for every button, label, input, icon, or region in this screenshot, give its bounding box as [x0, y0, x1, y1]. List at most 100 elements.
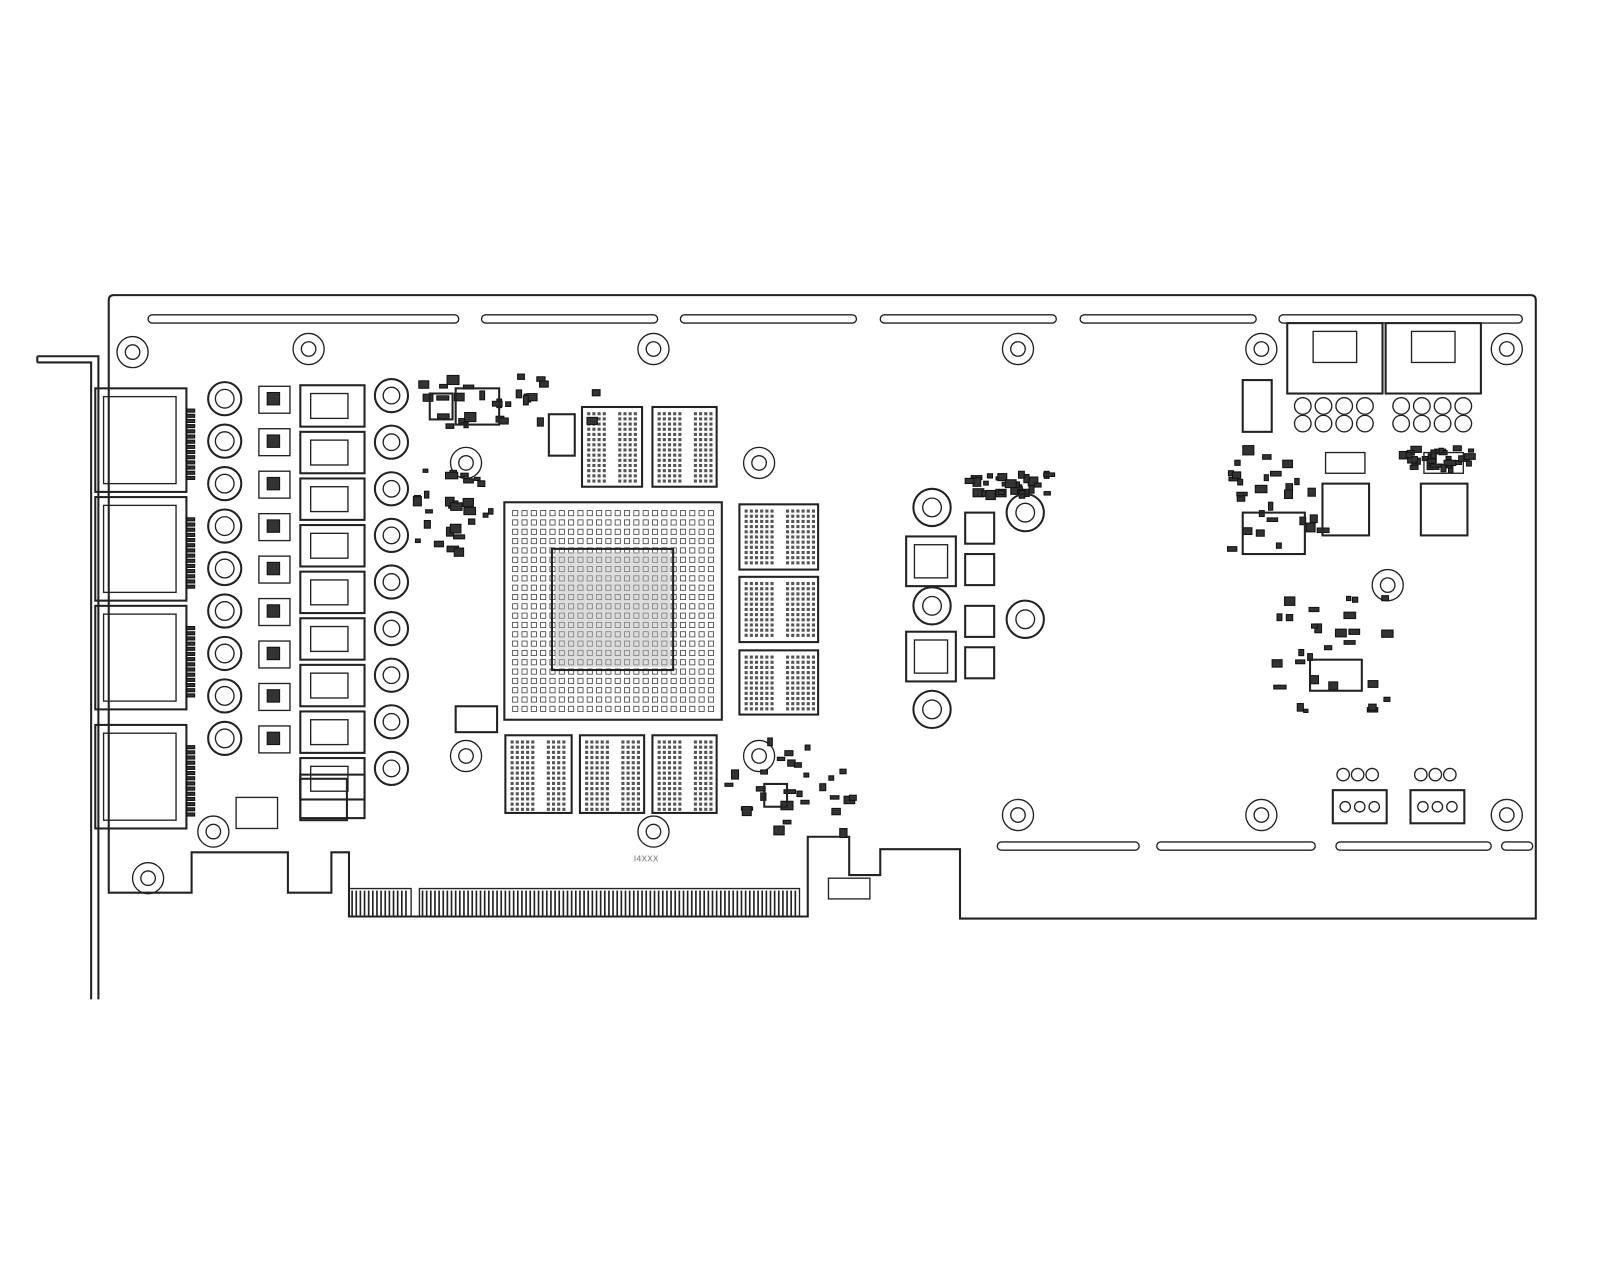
smd-part — [538, 380, 549, 388]
port-pin — [185, 553, 196, 558]
capacitor — [207, 508, 243, 544]
inductor — [299, 524, 366, 568]
smd-part — [463, 478, 474, 484]
mounting-hole — [1245, 332, 1278, 366]
inductor — [1321, 482, 1371, 537]
smd-part — [488, 508, 494, 515]
mosfet — [258, 385, 291, 414]
smd-part — [767, 737, 773, 747]
inductor — [299, 663, 366, 708]
cooler-slot — [1156, 841, 1316, 851]
smd-part — [1323, 645, 1333, 651]
component — [1324, 451, 1366, 474]
smd-part — [776, 756, 786, 762]
mounting-hole — [292, 332, 325, 366]
smd-part — [983, 480, 989, 486]
smd-part — [479, 390, 486, 401]
smd-part — [445, 471, 459, 480]
mosfet — [258, 470, 291, 499]
smd-part — [1284, 489, 1294, 499]
mounting-hole-inner — [205, 823, 222, 840]
smd-part — [1303, 708, 1309, 713]
mounting-hole — [742, 446, 776, 480]
connector-pin — [1417, 800, 1429, 813]
smd-part — [1381, 595, 1390, 602]
smd-part — [1273, 684, 1287, 690]
capacitor-inner — [382, 712, 401, 731]
smd-part — [1236, 491, 1248, 497]
smd-part — [1043, 491, 1051, 496]
smd-part — [998, 489, 1005, 496]
smd-part — [1308, 606, 1320, 613]
capacitor-inner — [382, 433, 401, 452]
component — [1336, 767, 1351, 782]
smd-part — [515, 389, 523, 399]
capacitor — [207, 593, 243, 629]
cooler-slot — [1500, 841, 1534, 851]
capacitor-inner — [382, 619, 401, 638]
component — [428, 392, 454, 421]
power-connector — [1384, 322, 1482, 395]
inductor-core — [310, 392, 349, 420]
mounting-hole — [116, 335, 149, 369]
connector-pin — [1412, 396, 1431, 415]
connector-pin — [1339, 800, 1352, 813]
smd-part — [848, 794, 857, 801]
mounting-hole-inner — [458, 454, 474, 471]
port-pin — [185, 579, 196, 584]
smd-part — [1266, 517, 1279, 523]
smd-part — [1267, 501, 1274, 511]
smd-part — [1346, 595, 1352, 602]
smd-part — [724, 782, 734, 787]
capacitor — [373, 704, 410, 740]
connector-pin — [1314, 396, 1333, 415]
memory-chip — [504, 734, 573, 814]
mosfet — [258, 512, 291, 542]
smd-part — [784, 750, 794, 757]
smd-part — [517, 373, 525, 380]
gpu-package — [503, 501, 723, 721]
finger-block — [348, 887, 412, 918]
port-pin — [185, 760, 196, 765]
port-pin — [185, 408, 196, 413]
smd-part — [1294, 477, 1300, 486]
capacitor — [373, 611, 410, 647]
mosfet-die — [266, 476, 281, 491]
capacitor — [207, 720, 243, 756]
cooler-slot — [1079, 314, 1257, 324]
mounting-hole-inner — [300, 341, 317, 357]
cooler-slot — [480, 314, 659, 324]
smd-part — [1309, 514, 1318, 524]
capacitor — [1005, 599, 1045, 639]
cooler-slot — [679, 314, 858, 324]
smd-part — [839, 828, 848, 839]
smd-part — [453, 534, 466, 540]
board-outline — [107, 294, 1537, 920]
inductor-core — [310, 719, 349, 746]
port-pin — [185, 693, 196, 698]
fan-header — [1241, 379, 1273, 433]
connector-pin — [1392, 414, 1411, 433]
cooler-slot — [147, 314, 460, 324]
memory-balls — [744, 509, 816, 565]
smd-part — [1043, 472, 1056, 477]
gpu-substrate — [503, 501, 723, 721]
port-pin — [185, 532, 196, 537]
port-pin — [185, 475, 196, 480]
smd-part — [1307, 487, 1316, 497]
smd-part — [1465, 460, 1472, 467]
smd-part — [453, 547, 465, 557]
component — [1241, 511, 1306, 556]
smd-part — [422, 393, 434, 402]
connector-pin — [1433, 414, 1452, 433]
connector-pin — [1293, 414, 1312, 433]
smd-part — [773, 825, 785, 836]
gpu-die — [550, 547, 675, 672]
mosfet — [258, 428, 291, 457]
smd-part — [418, 380, 430, 389]
smd-part — [1426, 458, 1437, 464]
finger-block — [418, 887, 801, 918]
smd-part — [1028, 485, 1035, 494]
inductor-core — [310, 439, 349, 466]
